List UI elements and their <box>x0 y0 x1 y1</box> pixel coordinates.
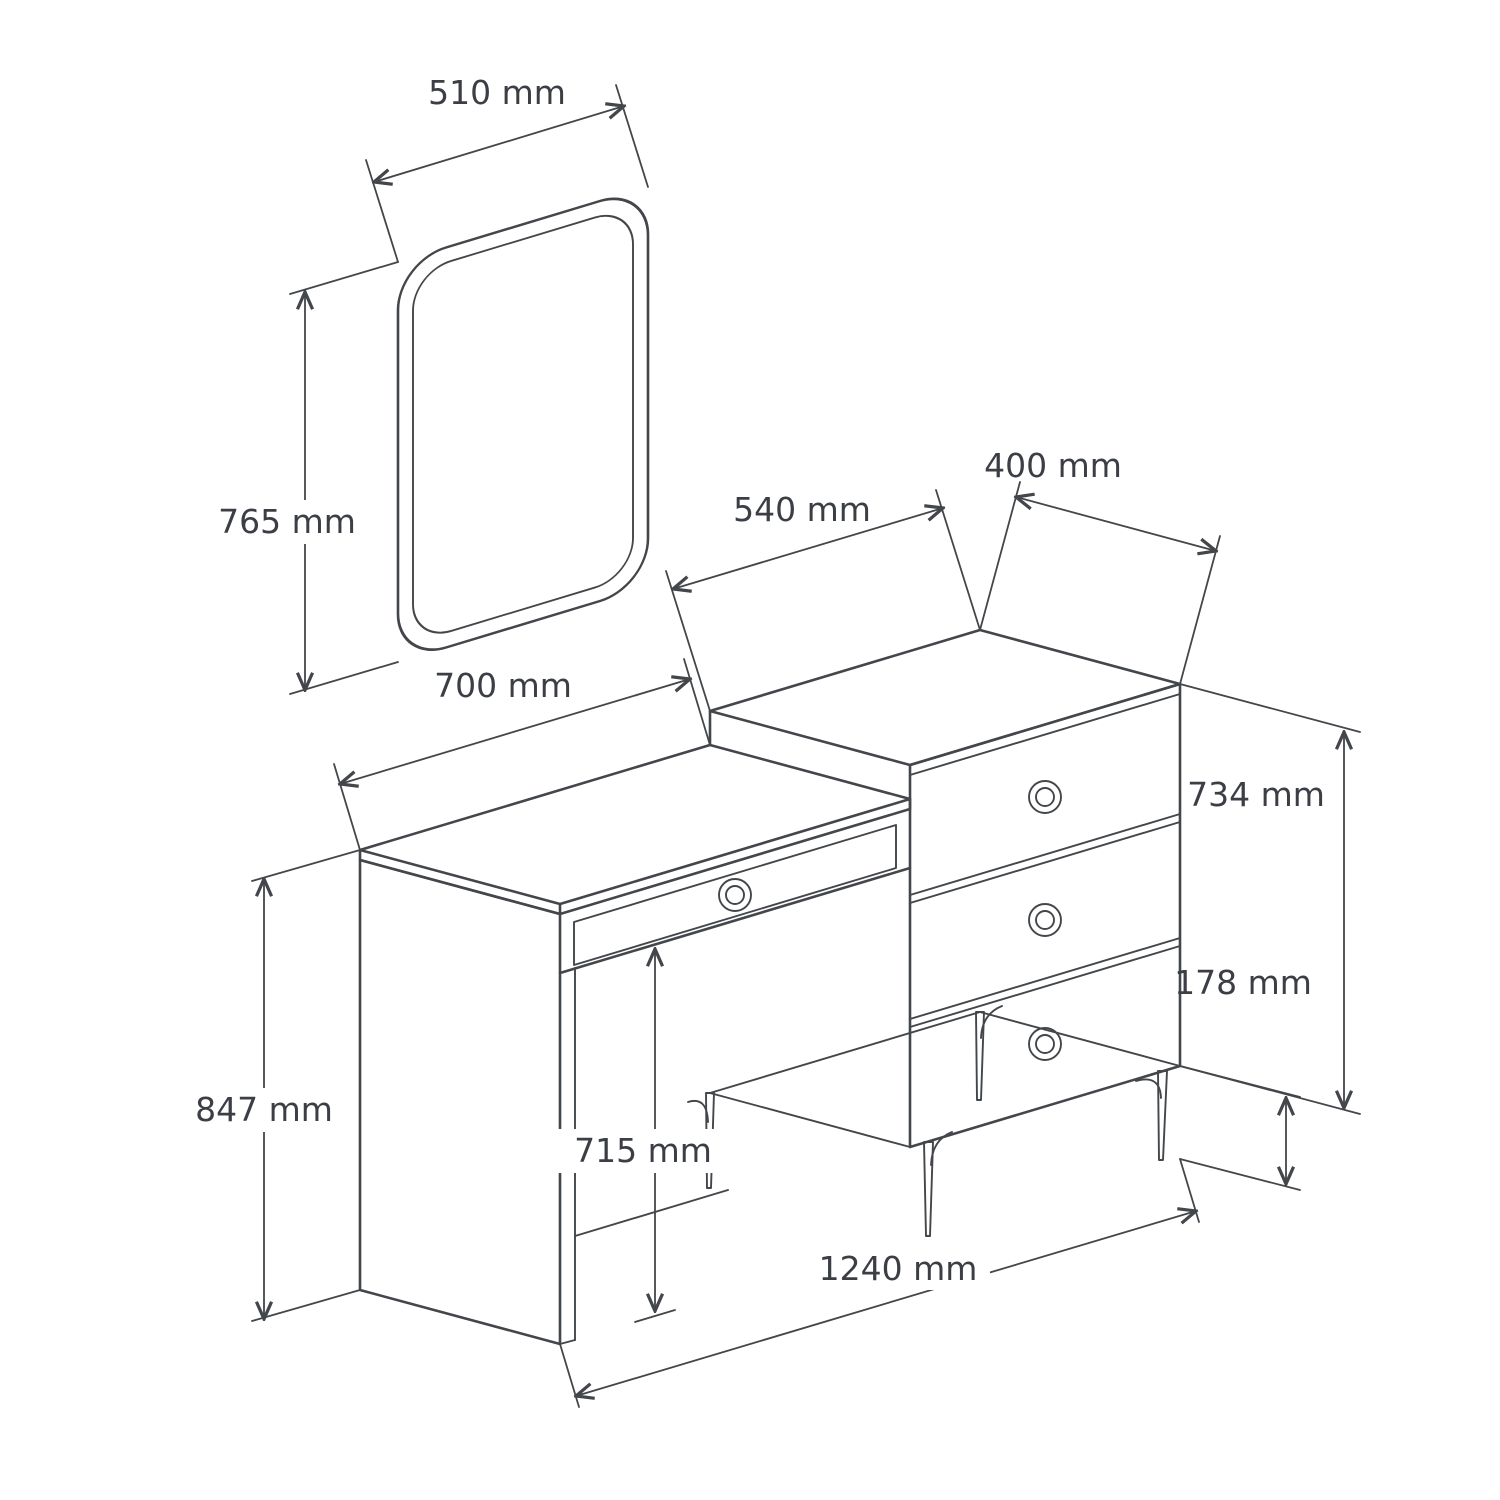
desk-underside-edge <box>558 866 912 975</box>
extension-line <box>683 658 711 746</box>
dimension-desk-height <box>251 849 361 1322</box>
chest-drawer1-handle-inner <box>1035 787 1055 807</box>
extension-line <box>251 849 361 882</box>
desk-top-edge-band <box>358 797 912 916</box>
dimension-label-mirror-width: 510 mm <box>428 73 566 112</box>
desk-interior-back-floor-edge <box>574 1189 729 1237</box>
extension-line <box>665 570 711 712</box>
desk-drawer-handle-inner <box>725 885 745 905</box>
extension-line <box>1179 1065 1301 1098</box>
label-mask <box>176 1088 354 1132</box>
extension-line <box>289 261 399 295</box>
chest-drawer2-handle <box>1028 903 1062 937</box>
chest-drawer3-handle-inner <box>1035 1034 1055 1054</box>
chest-leg-back-right-bracket <box>980 1005 1003 1039</box>
desk-top-face <box>358 743 912 906</box>
chest-leg-front-left-bracket <box>930 1131 953 1166</box>
extension-line <box>935 489 981 631</box>
dimension-line <box>576 1211 1196 1396</box>
chest-legs <box>687 1005 1168 1237</box>
dimension-label-total-width: 1240 mm <box>819 1249 978 1288</box>
dimension-leg-height <box>1179 1065 1301 1191</box>
chest-leg-front-right <box>1157 1070 1168 1161</box>
chest-top-face <box>708 628 1182 767</box>
extension-line <box>979 481 1021 631</box>
dimension-line <box>340 679 690 784</box>
dimension-label-mirror-height: 765 mm <box>218 502 356 541</box>
dimension-label-chest-width: 540 mm <box>733 490 871 529</box>
chest-left-bottom-edge <box>709 1092 911 1148</box>
dimension-label-desk-width: 700 mm <box>434 666 572 705</box>
extension-line <box>1179 535 1221 685</box>
dimension-mirror-height <box>289 261 399 695</box>
desk-drawer-front <box>573 824 897 966</box>
dimension-mirror-width <box>365 84 649 263</box>
chest-top-edge-band <box>909 693 1181 776</box>
chest-leg-back-left-bracket <box>687 1100 709 1123</box>
dimension-line <box>673 508 943 589</box>
label-mask <box>554 1129 734 1173</box>
dimension-label-knee-clearance: 715 mm <box>574 1131 712 1170</box>
chest-leg-front-right-bracket <box>1135 1078 1162 1099</box>
desk-left-side-panel <box>358 858 562 1346</box>
dimension-label-desk-height: 847 mm <box>195 1090 333 1129</box>
dimension-chest-body-height <box>1179 683 1361 1115</box>
mirror-inner-frame <box>412 214 634 634</box>
extension-line <box>1179 683 1361 733</box>
label-mask <box>806 1246 990 1290</box>
chest-drawer2-handle-inner <box>1035 910 1055 930</box>
dimension-chest-depth <box>979 481 1221 685</box>
dimension-desk-width <box>333 658 711 851</box>
chest-bottom-edges <box>709 1011 1181 1094</box>
mirror-outer-frame <box>396 197 650 652</box>
chest-front-face <box>908 682 1182 1149</box>
dimension-line <box>1016 497 1216 551</box>
dimension-total-width <box>559 1158 1200 1408</box>
label-mask <box>200 500 376 544</box>
dimension-line <box>374 106 624 182</box>
extension-line <box>289 661 399 695</box>
dimensions <box>251 84 1361 1408</box>
chest-drawer3-handle <box>1028 1027 1062 1061</box>
dimension-label-chest-depth: 400 mm <box>984 446 1122 485</box>
desk-drawer-handle <box>718 878 752 912</box>
dimension-chest-width <box>665 489 981 712</box>
extension-line <box>333 763 361 851</box>
extension-line <box>559 1343 580 1408</box>
extension-line <box>251 1289 361 1322</box>
extension-line <box>615 84 649 188</box>
chest-drawer-gap-2 <box>909 937 1181 1028</box>
chest-drawer-gap-1 <box>909 813 1181 904</box>
chest-drawer1-handle <box>1028 780 1062 814</box>
chest-leg-back-right <box>975 1011 985 1101</box>
dimension-labels: 510 mm 765 mm 700 mm 540 mm 400 mm 734 m… <box>176 73 1325 1290</box>
extension-line <box>1179 1158 1301 1191</box>
wall-mirror <box>396 197 650 652</box>
dimension-label-leg-height: 178 mm <box>1174 963 1312 1002</box>
dimension-label-chest-body-height: 734 mm <box>1187 775 1325 814</box>
drawer-chest <box>687 628 1182 1237</box>
desk-floor-edge-left <box>559 1339 576 1345</box>
